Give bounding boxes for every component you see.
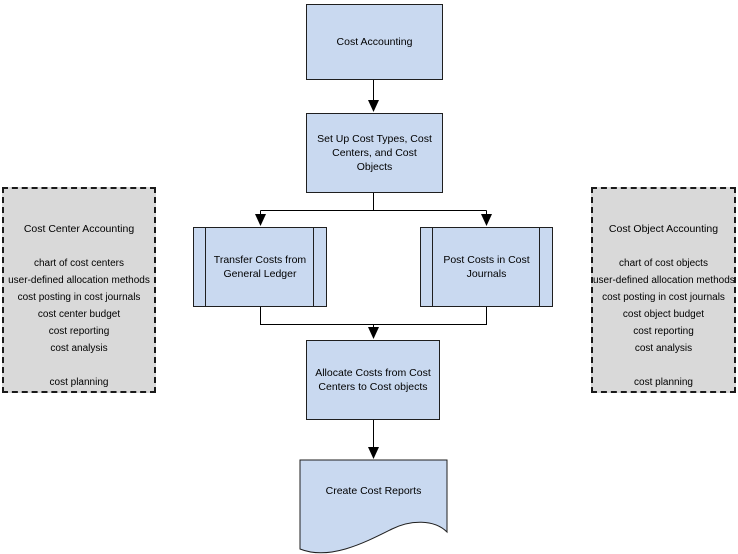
node-allocate-label: Allocate Costs from Cost Centers to Cost… xyxy=(315,366,431,393)
node-setup-label: Set Up Cost Types, Cost Centers, and Cos… xyxy=(317,132,432,174)
branch-setup-to-processes xyxy=(255,193,492,226)
node-transfer-costs: Transfer Costs from General Ledger xyxy=(193,227,327,307)
predefined-process-bar-left xyxy=(432,228,433,306)
panel-left-footer: cost planning xyxy=(49,377,109,388)
panel-right-item: chart of cost objects xyxy=(619,258,708,269)
node-allocate-costs: Allocate Costs from Cost Centers to Cost… xyxy=(306,340,440,420)
predefined-process-bar-right xyxy=(539,228,540,306)
node-post-label: Post Costs in Cost Journals xyxy=(443,253,530,280)
panel-left-item: cost analysis xyxy=(50,343,108,354)
panel-right-item: cost reporting xyxy=(633,326,694,337)
panel-cost-object-accounting: Cost Object Accounting chart of cost obj… xyxy=(591,187,736,393)
panel-left-item: cost center budget xyxy=(37,309,121,320)
document-shape xyxy=(299,459,448,554)
arrow-cost-accounting-to-setup xyxy=(368,80,379,112)
panel-left-item: user-defined allocation methods xyxy=(8,275,150,286)
arrow-allocate-to-reports xyxy=(368,420,379,459)
panel-right-footer: cost planning xyxy=(634,377,693,388)
panel-right-title: Cost Object Accounting xyxy=(608,223,719,235)
panel-left-item: chart of cost centers xyxy=(33,258,125,269)
panel-left-title: Cost Center Accounting xyxy=(23,223,135,235)
panel-left-item: cost reporting xyxy=(48,326,110,337)
node-reports-label: Create Cost Reports xyxy=(325,485,422,497)
node-post-costs: Post Costs in Cost Journals xyxy=(420,227,553,307)
panel-right-item: user-defined allocation methods xyxy=(593,275,735,286)
predefined-process-bar-left xyxy=(205,228,206,306)
panel-left-item: cost posting in cost journals xyxy=(17,292,141,303)
node-transfer-label: Transfer Costs from General Ledger xyxy=(213,253,307,280)
node-cost-accounting-label: Cost Accounting xyxy=(336,35,413,48)
merge-processes-to-allocate xyxy=(260,307,487,339)
panel-right-item: cost analysis xyxy=(634,343,693,354)
panel-right-item: cost posting in cost journals xyxy=(602,292,725,303)
node-create-cost-reports: Create Cost Reports xyxy=(300,460,447,522)
node-cost-accounting: Cost Accounting xyxy=(306,4,443,80)
panel-cost-center-accounting: Cost Center Accounting chart of cost cen… xyxy=(2,187,156,393)
node-setup-cost-types: Set Up Cost Types, Cost Centers, and Cos… xyxy=(306,113,443,193)
predefined-process-bar-right xyxy=(313,228,314,306)
panel-right-item: cost object budget xyxy=(622,309,705,320)
